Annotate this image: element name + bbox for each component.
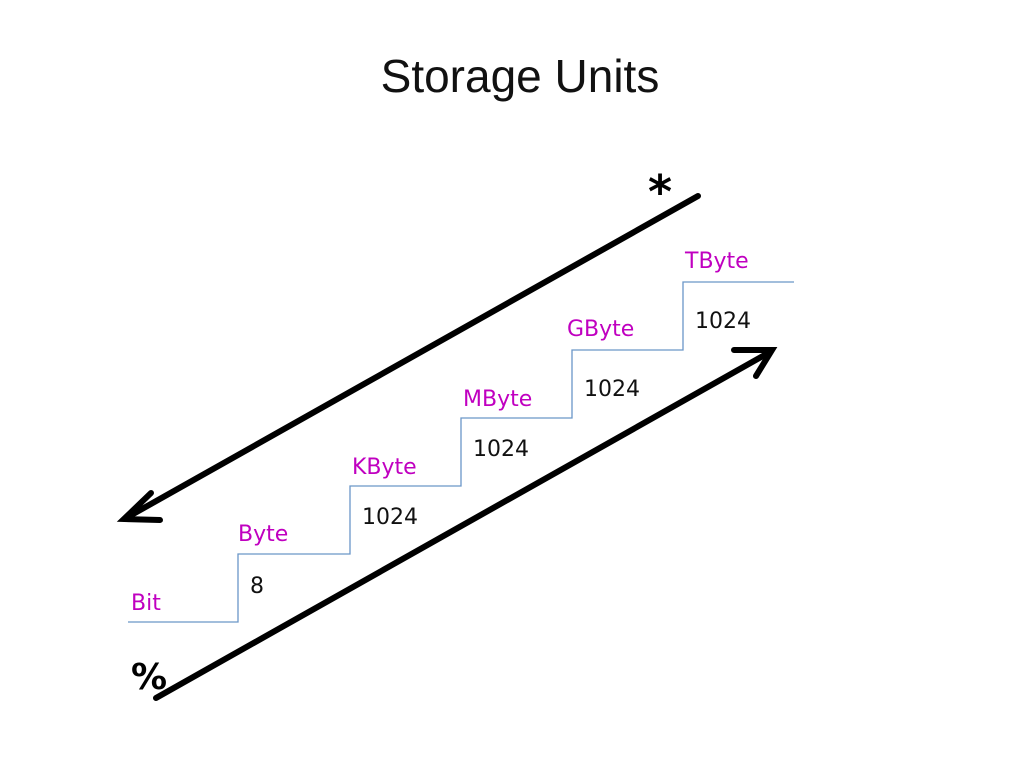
unit-label-kbyte: KByte: [352, 455, 417, 480]
factor-label-mbyte: 1024: [473, 437, 529, 462]
slide-title: Storage Units: [381, 50, 660, 102]
unit-label-tbyte: TByte: [684, 249, 749, 274]
unit-label-gbyte: GByte: [567, 317, 634, 342]
unit-label-mbyte: MByte: [463, 387, 532, 412]
multiply-symbol: *: [648, 165, 672, 219]
unit-label-byte: Byte: [238, 522, 288, 547]
factor-label-kbyte: 1024: [362, 505, 418, 530]
factor-label-byte: 8: [250, 574, 264, 599]
multiply-arrow: [116, 193, 701, 523]
divide-arrow: [153, 347, 778, 701]
unit-label-bit: Bit: [131, 591, 161, 616]
staircase-line: [128, 281, 794, 623]
factor-label-gbyte: 1024: [584, 377, 640, 402]
factor-label-tbyte: 1024: [695, 309, 751, 334]
divide-symbol: %: [131, 657, 167, 698]
